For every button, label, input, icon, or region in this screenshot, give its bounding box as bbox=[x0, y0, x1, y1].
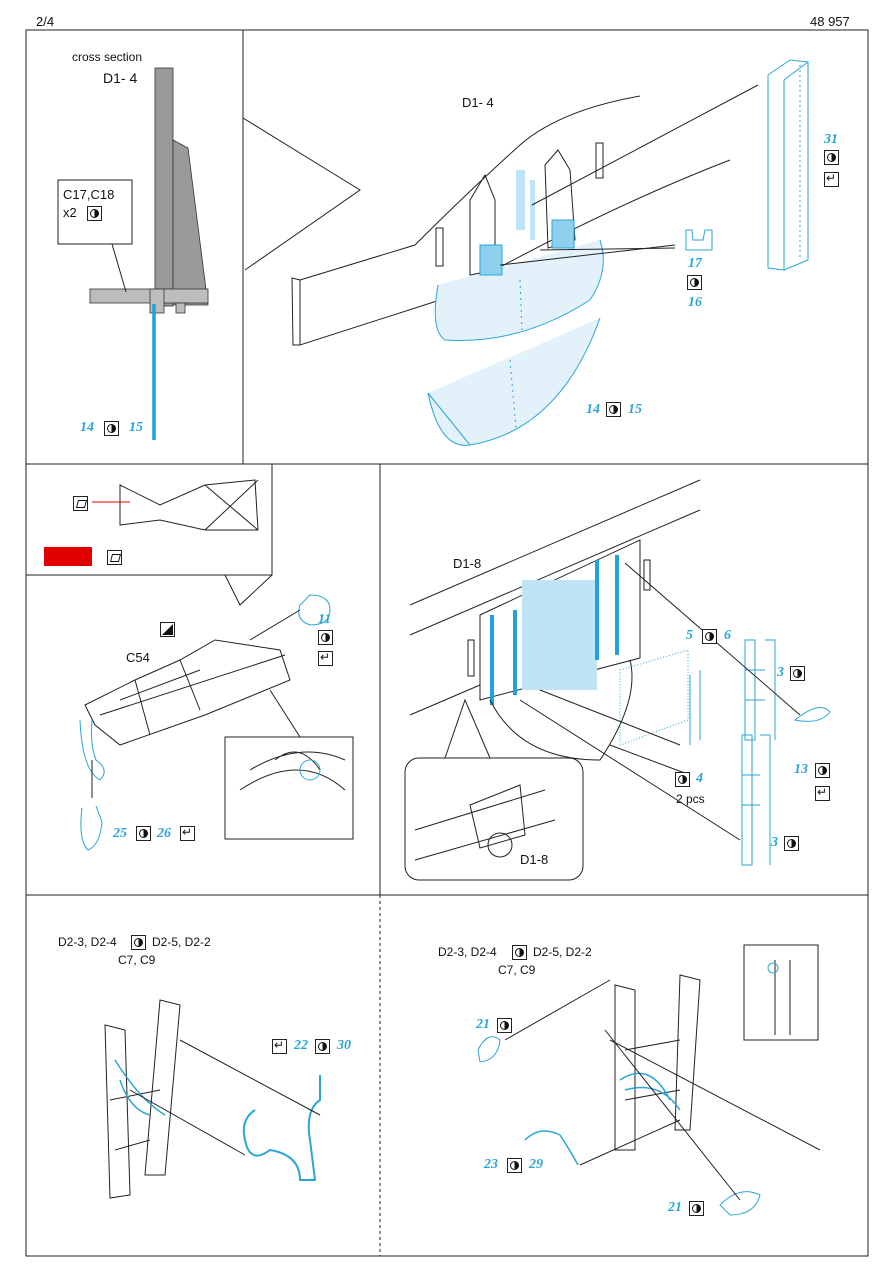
part-number-31: 31 bbox=[824, 132, 838, 147]
part-number-6: 6 bbox=[724, 628, 731, 643]
optional-parts-icon bbox=[675, 772, 690, 787]
optional-parts-icon bbox=[702, 629, 717, 644]
optional-parts-icon bbox=[104, 421, 119, 436]
bend-icon bbox=[180, 825, 195, 841]
bend-icon bbox=[272, 1038, 287, 1054]
part-number-23: 23 bbox=[484, 1157, 498, 1172]
part-number-3: 3 bbox=[771, 835, 778, 850]
optional-parts-icon bbox=[131, 935, 146, 950]
part-number-16: 16 bbox=[688, 295, 702, 310]
part-number-21: 21 bbox=[668, 1200, 682, 1215]
bend-icon bbox=[815, 785, 830, 801]
part-number-4: 4 bbox=[696, 771, 703, 786]
landing-gear-drawing-left bbox=[104, 999, 321, 1199]
glue-icon bbox=[73, 496, 88, 511]
part-number-14: 14 bbox=[80, 420, 94, 435]
optional-parts-icon bbox=[136, 826, 151, 841]
callout-qty: x2 bbox=[63, 205, 77, 220]
d1-8-bay-drawing bbox=[404, 479, 831, 881]
part-number-26: 26 bbox=[157, 826, 171, 841]
d1-4-assembly-drawing bbox=[242, 59, 809, 446]
paint-icon bbox=[160, 622, 175, 637]
gear-refs-line1b: D2-5, D2-2 bbox=[533, 945, 592, 959]
gear-refs-line1a: D2-3, D2-4 bbox=[438, 945, 497, 959]
part-number-14: 14 bbox=[586, 402, 600, 417]
optional-parts-icon bbox=[507, 1158, 522, 1173]
optional-parts-icon bbox=[318, 630, 333, 645]
callout-parts: C17,C18 bbox=[63, 187, 115, 202]
part-number-25: 25 bbox=[113, 826, 127, 841]
part-number-30: 30 bbox=[337, 1038, 351, 1053]
optional-parts-icon bbox=[689, 1201, 704, 1216]
part-number-11: 11 bbox=[318, 612, 332, 627]
part-number-13: 13 bbox=[794, 762, 808, 777]
optional-parts-icon bbox=[784, 836, 799, 851]
c54-frame-drawing bbox=[25, 463, 354, 851]
part-number-21: 21 bbox=[476, 1017, 490, 1032]
cross-section-drawing bbox=[57, 67, 209, 440]
gear-refs-line2: C7, C9 bbox=[118, 953, 156, 967]
part-number-17: 17 bbox=[688, 256, 702, 271]
assembly-ref: D1- 4 bbox=[462, 95, 494, 110]
glue-icon bbox=[107, 550, 122, 565]
gear-refs-line1a: D2-3, D2-4 bbox=[58, 935, 117, 949]
optional-parts-icon bbox=[315, 1039, 330, 1054]
bend-icon bbox=[824, 171, 839, 187]
gear-refs-line1b: D2-5, D2-2 bbox=[152, 935, 211, 949]
part-number-29: 29 bbox=[529, 1157, 543, 1172]
part-label-c54: C54 bbox=[126, 650, 150, 665]
part-number-22: 22 bbox=[294, 1038, 308, 1053]
bend-icon bbox=[318, 650, 333, 666]
part-number-15: 15 bbox=[628, 402, 642, 417]
optional-parts-icon bbox=[790, 666, 805, 681]
part-number-3: 3 bbox=[777, 665, 784, 680]
optional-parts-icon bbox=[824, 150, 839, 165]
page-number: 2/4 bbox=[36, 14, 55, 29]
product-code: 48 957 bbox=[810, 14, 850, 29]
part-number-5: 5 bbox=[686, 628, 693, 643]
cross-section-label: cross section bbox=[72, 50, 143, 64]
cross-section-ref: D1- 4 bbox=[103, 70, 138, 86]
part-number-15: 15 bbox=[129, 420, 143, 435]
optional-parts-icon bbox=[815, 763, 830, 778]
optional-parts-icon bbox=[87, 206, 102, 221]
landing-gear-drawing-right bbox=[477, 944, 821, 1216]
inset-ref: D1-8 bbox=[520, 852, 549, 867]
optional-parts-icon bbox=[687, 275, 702, 290]
optional-parts-icon bbox=[512, 945, 527, 960]
gear-refs-line2: C7, C9 bbox=[498, 963, 536, 977]
bay-ref: D1-8 bbox=[453, 556, 482, 571]
optional-parts-icon bbox=[497, 1018, 512, 1033]
quantity-label: 2 pcs bbox=[676, 792, 705, 806]
optional-parts-icon bbox=[606, 402, 621, 417]
